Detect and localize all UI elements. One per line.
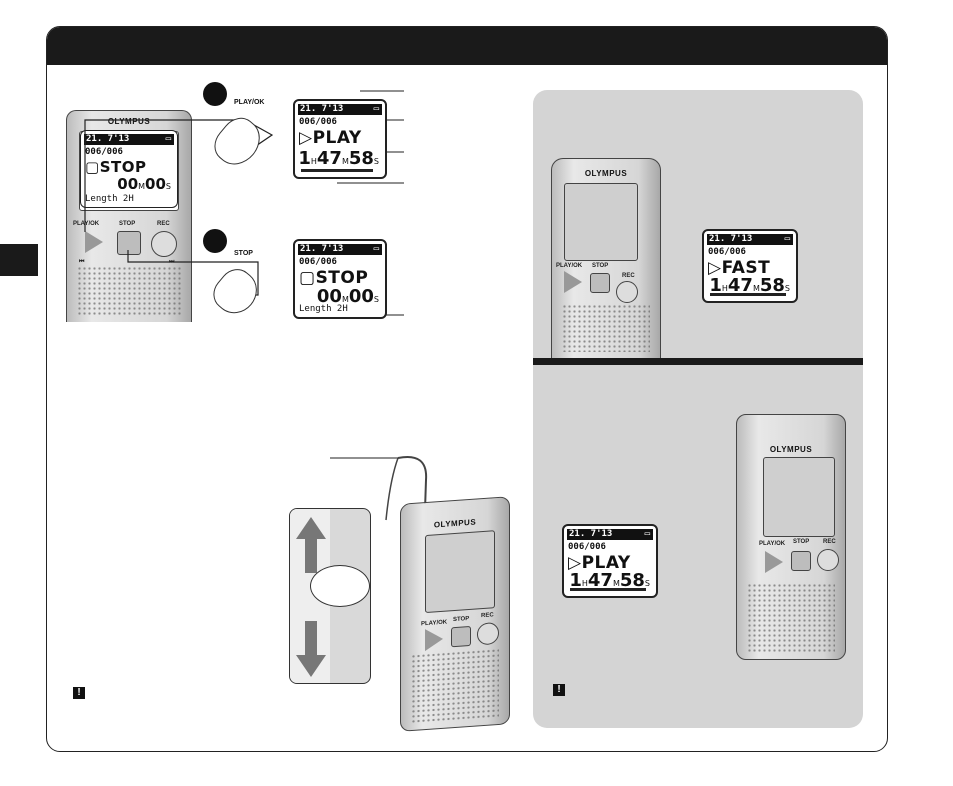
- stop-display-mode: ▢STOP: [299, 268, 369, 288]
- device-brand: OLYMPUS: [433, 517, 477, 530]
- play-ok-button[interactable]: [85, 231, 103, 253]
- stop-button[interactable]: [117, 231, 141, 255]
- rec-label: REC: [157, 221, 170, 227]
- lcd-date: 21. 7'13: [86, 134, 130, 144]
- stop-label: STOP: [119, 221, 136, 227]
- slider-closeup: [289, 508, 371, 684]
- play-right-mode: ▷PLAY: [568, 553, 631, 573]
- page-header-bar: [47, 27, 887, 65]
- device-brand: OLYMPUS: [584, 169, 628, 178]
- rec-button[interactable]: [151, 231, 177, 257]
- battery-icon: ▭: [373, 104, 379, 114]
- stop-label: STOP: [793, 539, 810, 545]
- play-progress-bar: [301, 169, 373, 172]
- play-right-time: 1H47M58S: [569, 570, 650, 591]
- stop-label: STOP: [453, 616, 470, 624]
- play-ok-button: [564, 271, 582, 293]
- play-ok-label: PLAY/OK: [73, 221, 100, 227]
- rec-button: [817, 549, 839, 571]
- play-display-date: 21. 7'13: [300, 104, 344, 114]
- step-1-marker: [203, 82, 227, 106]
- fast-display-time: 1H47M58S: [709, 275, 790, 296]
- play-display-file: 006/006: [299, 117, 337, 127]
- fast-progress-bar: [710, 293, 786, 296]
- step-2-button-label: STOP: [234, 250, 253, 257]
- play-ok-button: [425, 627, 443, 652]
- stop-display-time: 00M00S: [316, 286, 379, 307]
- prev-icon: ⏮: [79, 259, 85, 265]
- rec-button: [616, 281, 638, 303]
- play-display: 21. 7'13 ▭ 006/006 ▷PLAY 1H47M58S: [293, 99, 387, 179]
- rec-button: [477, 621, 499, 646]
- caution-icon: !: [73, 687, 85, 699]
- speaker-grille: [77, 266, 181, 316]
- earphone-cable-2: [385, 457, 399, 521]
- page-frame: [46, 26, 888, 752]
- rec-label: REC: [823, 539, 836, 545]
- caution-icon: !: [553, 684, 565, 696]
- device-screen: [564, 183, 638, 261]
- battery-icon: ▭: [784, 234, 790, 244]
- stop-button: [590, 273, 610, 293]
- stop-display-date: 21. 7'13: [300, 244, 344, 254]
- recorder-device-earphone: OLYMPUS PLAY/OK STOP REC: [400, 496, 510, 732]
- fast-display-mode: ▷FAST: [708, 258, 771, 278]
- stop-button: [451, 625, 471, 648]
- finger-slide-icon: [310, 565, 370, 607]
- fast-display: 21. 7'13 ▭ 006/006 ▷FAST 1H47M58S: [702, 229, 798, 303]
- play-ok-label: PLAY/OK: [421, 619, 448, 628]
- play-right-date: 21. 7'13: [569, 529, 613, 539]
- play-right-file: 006/006: [568, 542, 606, 552]
- play-display-right: 21. 7'13 ▭ 006/006 ▷PLAY 1H47M58S: [562, 524, 658, 598]
- speaker-grille: [562, 304, 650, 352]
- play-ok-label: PLAY/OK: [759, 541, 786, 547]
- chapter-tab: [0, 244, 38, 276]
- step-1-button-label: PLAY/OK: [234, 99, 265, 106]
- stop-display: 21. 7'13 ▭ 006/006 ▢STOP 00M00S Length 2H: [293, 239, 387, 319]
- arrow-up-icon: [296, 517, 326, 573]
- rec-label: REC: [481, 612, 494, 620]
- lcd-file-number: 006/006: [85, 147, 123, 157]
- rec-label: REC: [622, 273, 635, 279]
- device-brand: OLYMPUS: [769, 445, 813, 454]
- battery-icon: ▭: [644, 529, 650, 539]
- fast-display-file: 006/006: [708, 247, 746, 257]
- fast-display-date: 21. 7'13: [709, 234, 753, 244]
- speaker-grille: [411, 647, 499, 725]
- play-display-time: 1H47M58S: [298, 148, 379, 169]
- stop-display-file: 006/006: [299, 257, 337, 267]
- arrow-down-icon: [296, 621, 326, 677]
- earphone-cable: [397, 456, 428, 511]
- lcd-length: Length 2H: [85, 194, 134, 204]
- battery-icon: ▭: [373, 244, 379, 254]
- step-2-marker: [203, 229, 227, 253]
- speaker-grille: [747, 583, 835, 653]
- device-screen: [763, 457, 835, 537]
- device-screen: [425, 530, 495, 614]
- play-ok-button: [765, 551, 783, 573]
- play-display-mode: ▷PLAY: [299, 128, 362, 148]
- recorder-device-side-view: OLYMPUS PLAY/OK STOP REC: [551, 158, 661, 358]
- stop-display-length: Length 2H: [299, 304, 348, 314]
- play-ok-label: PLAY/OK: [556, 263, 583, 269]
- play-right-progress-bar: [570, 588, 646, 591]
- recorder-device-angled: OLYMPUS PLAY/OK STOP REC: [736, 414, 846, 660]
- device-brand: OLYMPUS: [107, 117, 151, 126]
- panel-divider: [533, 358, 863, 365]
- stop-button: [791, 551, 811, 571]
- lcd-time: 00M00S: [117, 175, 171, 193]
- lcd-mode: ▢STOP: [85, 158, 147, 176]
- device-lcd: 21. 7'13 ▭ 006/006 ▢STOP 00M00S Length 2H: [80, 130, 178, 208]
- battery-icon: ▭: [165, 134, 171, 144]
- stop-label: STOP: [592, 263, 609, 269]
